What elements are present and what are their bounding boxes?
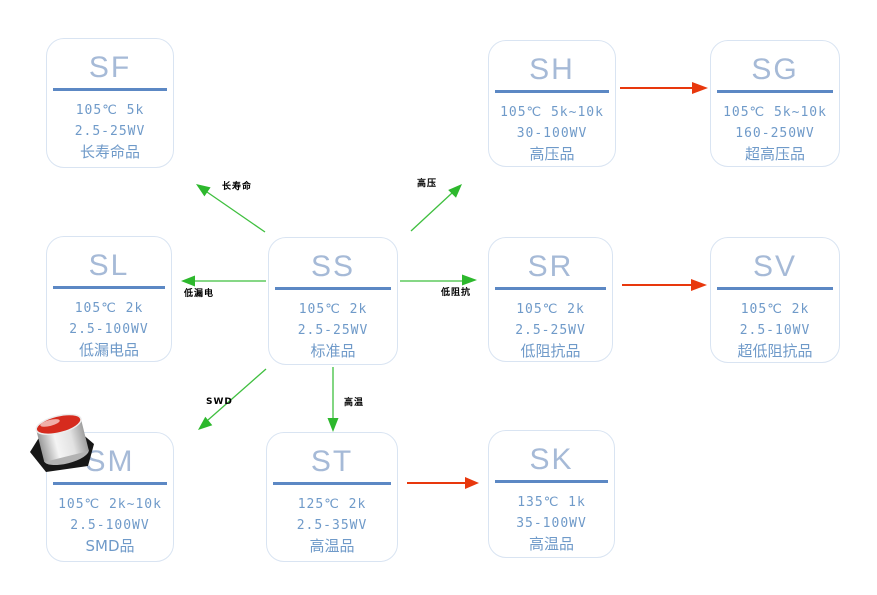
arrow-label-low-impedance: 低阻抗 <box>441 288 472 298</box>
node-sh-voltage: 30-100WV <box>516 126 588 141</box>
node-sf-underline <box>53 88 167 91</box>
node-sg-category: 超高压品 <box>744 145 805 163</box>
node-sm-voltage: 2.5-100WV <box>70 518 150 533</box>
node-sl: SL 105℃ 2k 2.5-100WV 低漏电品 <box>46 236 172 362</box>
arrow-label-long-life: 长寿命 <box>222 182 253 192</box>
node-st-underline <box>273 482 391 485</box>
node-sf-voltage: 2.5-25WV <box>74 124 146 139</box>
node-sf: SF 105℃ 5k 2.5-25WV 长寿命品 <box>46 38 174 168</box>
node-ss-temp-life: 105℃ 2k <box>298 302 368 317</box>
arrow-ss-to-sh-line <box>410 192 453 232</box>
node-sf-title: SF <box>88 51 132 84</box>
arrow-label-high-temp: 高温 <box>344 398 365 408</box>
node-sh-title: SH <box>529 53 575 86</box>
node-sk-category: 高温品 <box>528 535 574 553</box>
node-sl-underline <box>53 286 165 289</box>
smd-capacitor-icon <box>30 413 94 472</box>
node-ss-voltage: 2.5-25WV <box>297 323 369 338</box>
arrow-label-high-voltage: 高压 <box>417 179 438 189</box>
node-sm-temp-life: 105℃ 2k~10k <box>58 497 162 512</box>
node-st-title: ST <box>310 445 354 478</box>
capacitor-red-top <box>35 413 82 436</box>
node-ss-title: SS <box>310 250 356 283</box>
node-ss-underline <box>275 287 391 290</box>
arrow-ss-to-sh-head <box>448 184 462 198</box>
node-st-temp-life: 125℃ 2k <box>297 497 367 512</box>
node-sl-temp-life: 105℃ 2k <box>74 301 144 316</box>
node-sv: SV 105℃ 2k 2.5-10WV 超低阻抗品 <box>710 237 840 363</box>
node-sk-voltage: 35-100WV <box>516 516 587 531</box>
node-sv-voltage: 2.5-10WV <box>739 323 811 338</box>
node-ss: SS 105℃ 2k 2.5-25WV 标准品 <box>268 237 398 365</box>
node-st-voltage: 2.5-35WV <box>296 518 368 533</box>
node-sr-temp-life: 105℃ 2k <box>516 302 585 317</box>
node-st: ST 125℃ 2k 2.5-35WV 高温品 <box>266 432 398 562</box>
arrow-ss-to-sl-head <box>181 275 195 287</box>
node-sv-category: 超低阻抗品 <box>737 342 813 360</box>
node-sr-title: SR <box>527 250 574 283</box>
arrow-st-to-sk-head <box>465 477 479 489</box>
node-sk-underline <box>495 480 608 483</box>
node-sg: SG 105℃ 5k~10k 160-250WV 超高压品 <box>710 40 840 167</box>
node-sg-temp-life: 105℃ 5k~10k <box>723 105 827 120</box>
node-sf-temp-life: 105℃ 5k <box>75 103 145 118</box>
arrow-ss-to-st-head <box>327 418 339 432</box>
node-sr-voltage: 2.5-25WV <box>515 323 586 338</box>
node-sr-underline <box>495 287 606 290</box>
arrow-ss-to-sf-head <box>196 184 211 197</box>
node-sk: SK 135℃ 1k 35-100WV 高温品 <box>488 430 615 558</box>
node-ss-category: 标准品 <box>310 342 356 360</box>
node-sm-category: SMD品 <box>85 537 135 555</box>
node-sm-underline <box>53 482 167 485</box>
node-sv-title: SV <box>752 250 798 283</box>
node-sh: SH 105℃ 5k~10k 30-100WV 高压品 <box>488 40 616 167</box>
node-sl-title: SL <box>88 249 130 282</box>
node-sh-category: 高压品 <box>529 145 575 163</box>
node-sh-temp-life: 105℃ 5k~10k <box>500 105 604 120</box>
node-sg-underline <box>717 90 833 93</box>
node-sv-underline <box>717 287 833 290</box>
capacitor-cylinder <box>35 413 89 466</box>
arrow-ss-to-sm-line <box>207 368 267 421</box>
arrow-ss-to-sr-head <box>462 274 477 286</box>
arrow-label-low-leakage: 低漏电 <box>184 289 215 299</box>
node-sr: SR 105℃ 2k 2.5-25WV 低阻抗品 <box>488 237 613 362</box>
node-sg-voltage: 160-250WV <box>735 126 815 141</box>
node-sl-voltage: 2.5-100WV <box>69 322 149 337</box>
node-sh-underline <box>495 90 609 93</box>
arrow-ss-to-sf-line <box>206 191 266 233</box>
arrow-label-smd: SWD <box>206 397 233 407</box>
node-sm-title: SM <box>85 445 135 478</box>
node-sf-category: 长寿命品 <box>79 143 140 161</box>
arrow-ss-to-sm-head <box>198 416 213 430</box>
node-sr-category: 低阻抗品 <box>520 342 581 360</box>
node-sv-temp-life: 105℃ 2k <box>740 302 810 317</box>
node-sk-title: SK <box>529 443 574 476</box>
node-st-category: 高温品 <box>309 537 355 555</box>
node-sg-title: SG <box>751 53 799 86</box>
arrow-sr-to-sv-head <box>691 279 707 291</box>
node-sl-category: 低漏电品 <box>78 341 139 359</box>
arrow-sh-to-sg-head <box>692 82 708 94</box>
node-sk-temp-life: 135℃ 1k <box>517 495 586 510</box>
